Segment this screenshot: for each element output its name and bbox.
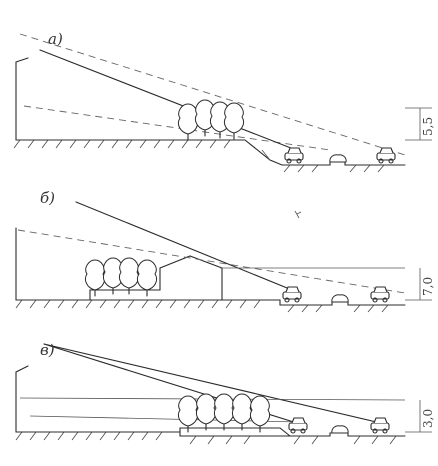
- ground-hatch: [13, 139, 385, 173]
- bush-icon: [331, 425, 349, 434]
- tree-group: [177, 99, 245, 141]
- building-wall: [15, 365, 29, 433]
- car-icon: [282, 286, 302, 303]
- panel-b-label: б): [40, 189, 55, 207]
- car-icon: [370, 417, 390, 434]
- ground-profile: [15, 139, 406, 166]
- sight-line-upper: [43, 343, 386, 425]
- panel-a-label: а): [48, 30, 63, 48]
- panel-c: в): [15, 341, 435, 445]
- arrow-mark: [294, 210, 302, 219]
- sight-line-dashed-lower: [23, 105, 331, 151]
- bush-icon: [329, 154, 347, 163]
- car-icon: [370, 286, 390, 303]
- height-dimension: 5,5: [421, 117, 435, 136]
- ground-hatch: [15, 299, 389, 313]
- ground-profile: [15, 431, 406, 437]
- panel-b: б): [15, 189, 435, 313]
- ground-hatch: [15, 431, 397, 445]
- car-icon: [288, 417, 308, 434]
- bush-icon: [331, 294, 349, 303]
- height-dimension: 3,0: [421, 409, 435, 428]
- building-wall: [15, 57, 29, 141]
- car-icon: [284, 147, 304, 164]
- sight-line-dashed: [17, 229, 406, 294]
- sight-line-solid: [39, 49, 297, 151]
- tree-group: [177, 393, 271, 433]
- panel-a: а): [13, 30, 435, 173]
- ground-profile: [15, 299, 406, 306]
- car-icon: [376, 147, 396, 164]
- sight-line-dashed-upper: [19, 33, 406, 156]
- sight-line-solid: [75, 201, 293, 291]
- panel-c-label: в): [40, 341, 55, 359]
- height-dimension: 7,0: [421, 277, 435, 296]
